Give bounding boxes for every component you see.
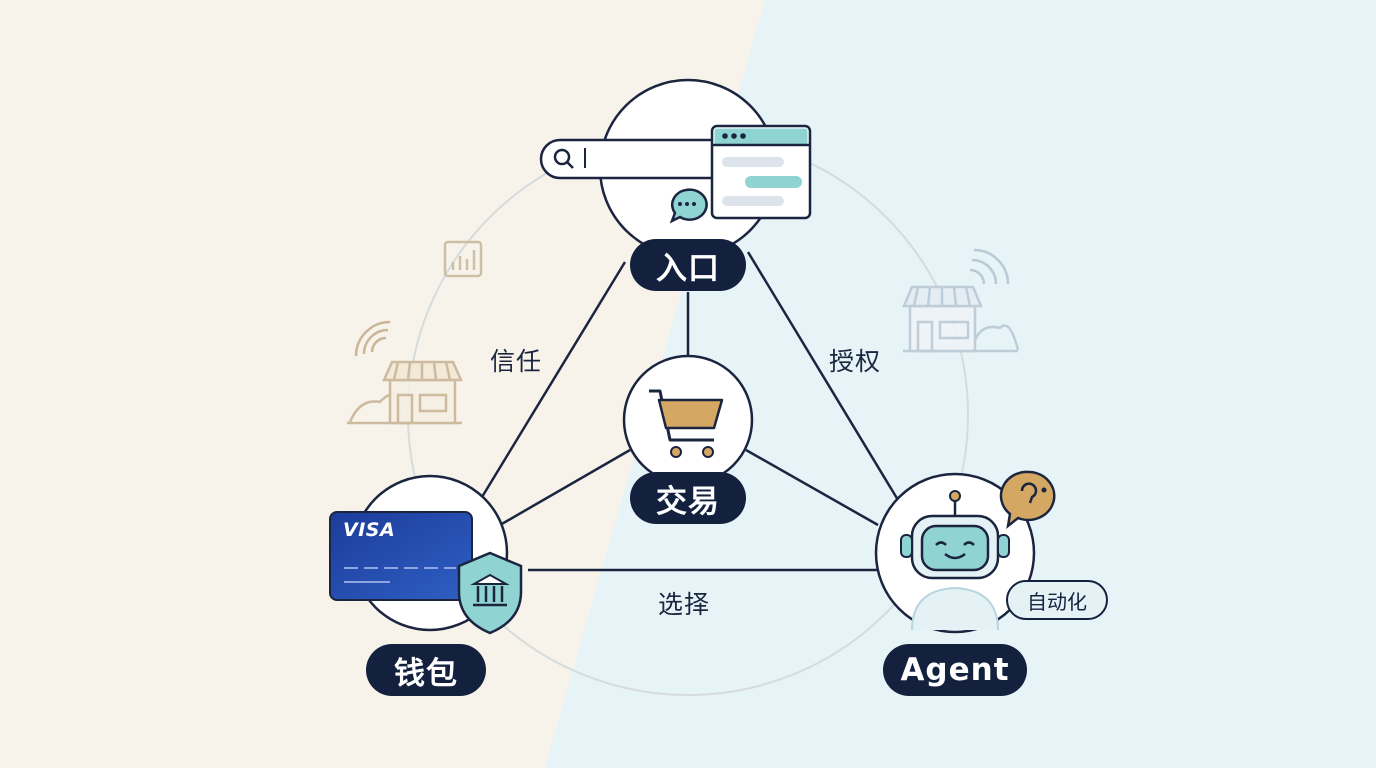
- bank-shield-icon: [457, 551, 523, 635]
- signal-icon: [969, 248, 1010, 285]
- bar-chart-icon: [443, 240, 483, 278]
- edge-trade-agent: [745, 448, 879, 527]
- storefront-icon: [347, 360, 463, 425]
- node-label-wallet: 钱包: [366, 644, 486, 696]
- edge-trust: [480, 261, 627, 498]
- edge-label-choose: 选择: [658, 590, 711, 619]
- search-bar: [539, 138, 735, 180]
- robot-icon: [900, 490, 1010, 631]
- edge-authorize: [746, 251, 900, 501]
- card-brand-label: VISA: [343, 519, 396, 541]
- node-label-trade: 交易: [630, 472, 746, 524]
- edge-label-authorize: 授权: [829, 347, 882, 376]
- node-label-entry: 入口: [630, 239, 746, 291]
- search-icon: [553, 148, 574, 169]
- chat-bubble-icon: [669, 188, 708, 224]
- edge-label-trust: 信任: [490, 347, 543, 376]
- edge-trade-wallet: [499, 448, 631, 527]
- network-edges: [480, 251, 900, 572]
- node-label-agent: Agent: [883, 644, 1027, 696]
- browser-window-icon: [710, 124, 812, 220]
- automation-badge: 自动化: [1006, 580, 1108, 620]
- credit-card-icon: [329, 511, 473, 601]
- signal-icon: [354, 320, 391, 357]
- storefront-icon: [902, 285, 1020, 353]
- speech-bubble-icon: [999, 470, 1056, 530]
- shopping-cart-icon: [649, 389, 724, 458]
